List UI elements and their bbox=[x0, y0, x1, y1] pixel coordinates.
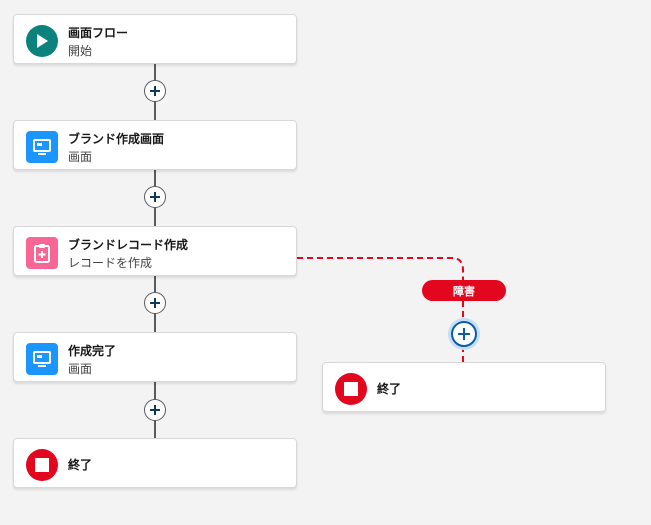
fault-end-element-title: 終了 bbox=[377, 382, 402, 396]
complete-screen-title: 作成完了 bbox=[68, 344, 117, 358]
brand-record-title: ブランドレコード作成 bbox=[68, 238, 189, 252]
complete-screen-element[interactable]: 作成完了 画面 bbox=[13, 332, 297, 382]
end-element-title: 終了 bbox=[68, 458, 93, 472]
add-element-button[interactable] bbox=[144, 186, 166, 208]
add-fault-element-button[interactable] bbox=[451, 321, 477, 347]
add-element-button[interactable] bbox=[144, 292, 166, 314]
plus-icon bbox=[150, 192, 160, 202]
fault-path-badge: 障害 bbox=[422, 280, 506, 301]
plus-icon bbox=[150, 86, 160, 96]
brand-record-subtitle: レコードを作成 bbox=[68, 256, 153, 270]
screen-icon bbox=[26, 131, 58, 163]
complete-screen-subtitle: 画面 bbox=[68, 362, 93, 376]
plus-icon bbox=[150, 298, 160, 308]
plus-icon bbox=[458, 328, 470, 340]
start-element[interactable]: 画面フロー 開始 bbox=[13, 14, 297, 64]
brand-screen-subtitle: 画面 bbox=[68, 150, 93, 164]
stop-icon bbox=[26, 449, 58, 481]
fault-end-element[interactable]: 終了 bbox=[322, 362, 606, 412]
brand-screen-element[interactable]: ブランド作成画面 画面 bbox=[13, 120, 297, 170]
brand-record-element[interactable]: ブランドレコード作成 レコードを作成 bbox=[13, 226, 297, 276]
start-element-subtitle: 開始 bbox=[68, 44, 93, 58]
brand-screen-title: ブランド作成画面 bbox=[68, 132, 165, 146]
clipboard-add-icon bbox=[26, 237, 58, 269]
end-element[interactable]: 終了 bbox=[13, 438, 297, 488]
start-element-title: 画面フロー bbox=[68, 26, 129, 40]
add-element-button[interactable] bbox=[144, 80, 166, 102]
fault-connector-line bbox=[297, 257, 464, 362]
add-element-button[interactable] bbox=[144, 399, 166, 421]
play-icon bbox=[26, 25, 58, 57]
plus-icon bbox=[150, 405, 160, 415]
stop-icon bbox=[335, 373, 367, 405]
screen-icon bbox=[26, 343, 58, 375]
